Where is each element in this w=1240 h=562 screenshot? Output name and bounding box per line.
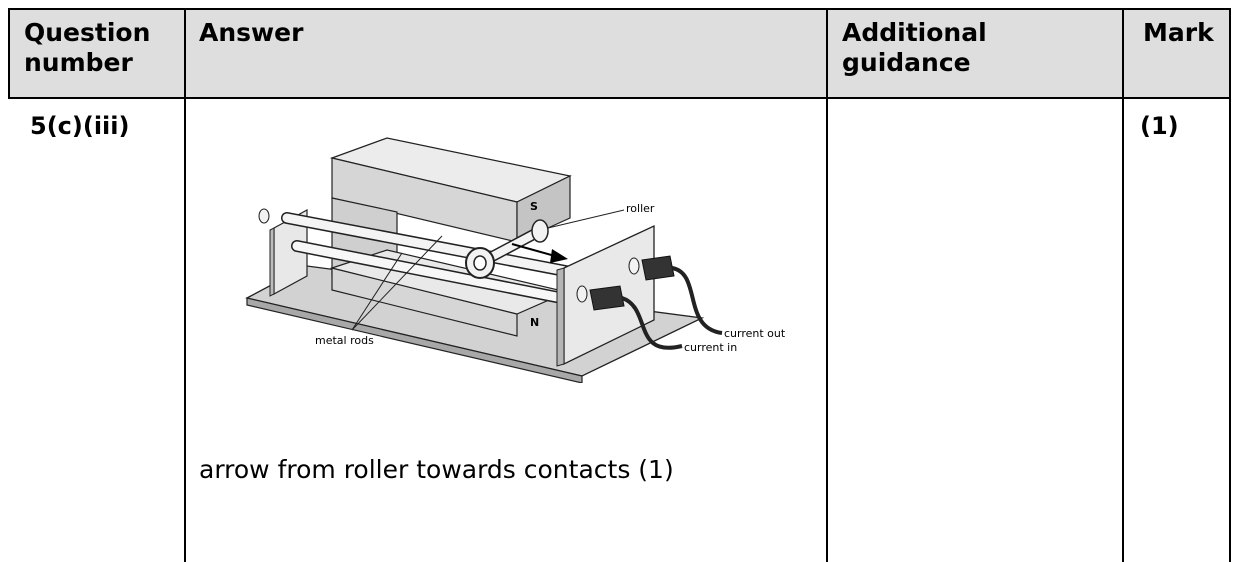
table-border-top [8,8,1231,10]
rods-leader-1 [351,252,403,331]
plug-upper [641,255,675,281]
header-background [9,9,1230,98]
header-additional-guidance: Additional guidance [842,18,987,77]
plug-lower [589,285,625,311]
left-rod-end [258,208,270,224]
question-number-cell: 5(c)(iii) [30,112,130,140]
metal-rods-label: metal rods [315,334,374,347]
header-question-number: Question number [24,18,151,77]
table-border-right [1229,8,1231,562]
answer-arrow-head [550,249,568,263]
pole-n-label: N [530,316,539,329]
rod-front-inner [292,241,592,308]
roller-label: roller [626,202,655,215]
left-end-plate-face [269,227,275,297]
roller-leader [547,209,625,229]
contact-upper [628,257,640,275]
header-mark: Mark [1143,18,1214,47]
magnet-rail-diagram: S N roller metal rods current out curren… [245,137,786,383]
base-plate-edge [246,297,583,383]
right-end-plate-edge [556,267,565,367]
col-divider-3 [1122,8,1124,562]
wire-current-in [621,296,683,350]
current-out-label: current out [724,327,786,340]
answer-text: arrow from roller towards contacts (1) [199,455,674,484]
table-border-left [8,8,10,99]
magnet-top-side [516,175,571,243]
mark-cell: (1) [1140,112,1179,140]
wire-current-out [671,266,723,335]
roller-far-wheel [531,219,549,243]
answer-arrow-shaft [511,243,556,257]
col-divider-2 [826,8,828,562]
pole-s-label: S [530,200,538,213]
current-in-label: current in [684,341,737,354]
rod-back-inner [282,213,607,283]
header-answer: Answer [199,18,304,47]
contact-lower [576,285,588,303]
col-divider-1 [184,8,186,562]
header-divider [8,97,1231,99]
rods-leader-2 [351,235,443,331]
roller-hub [473,255,487,271]
